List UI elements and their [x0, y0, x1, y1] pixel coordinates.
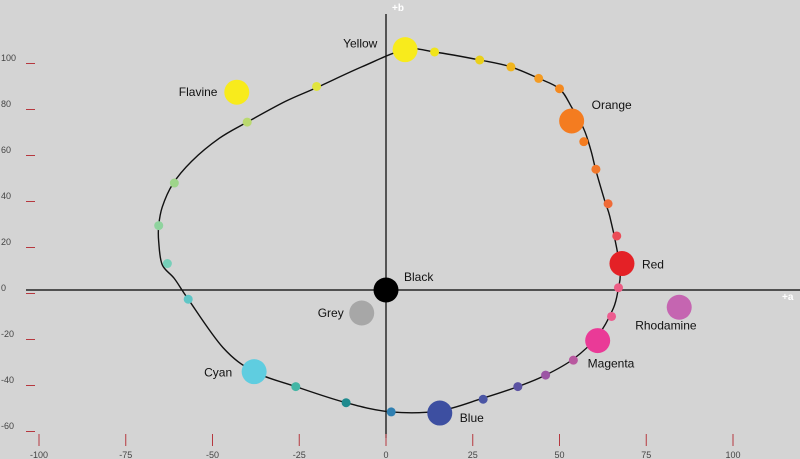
curve-point [312, 81, 322, 91]
y-tick-label: 60 [1, 145, 11, 155]
x-axis-title: +a [782, 292, 794, 303]
curve-point [475, 55, 485, 65]
y-tick-label: 100 [1, 53, 16, 63]
curve-point [341, 398, 351, 408]
curve-point [478, 394, 488, 404]
curve-point [154, 221, 164, 231]
x-tick-label: -25 [293, 450, 306, 459]
black-label: Black [404, 270, 434, 284]
curve-point [613, 283, 623, 293]
blue-label: Blue [460, 411, 484, 425]
curve-point [555, 84, 564, 94]
curve-point [506, 62, 516, 72]
y-tick-label: -20 [1, 329, 14, 339]
yellow-label: Yellow [343, 37, 378, 51]
curve-point [430, 47, 440, 57]
curve-point [541, 370, 551, 380]
tick-marks: -60 -40 -20 0 20 40 60 80 100 -100 -75 -50 -25 0 25 50 7… [1, 53, 741, 459]
curve-point [603, 199, 613, 209]
grey-point [349, 300, 375, 326]
rhodamine-label: Rhodamine [635, 318, 697, 332]
flavine-point [224, 79, 250, 105]
axes: +a +b [26, 3, 800, 438]
blue-point [427, 400, 453, 426]
color-points [154, 37, 692, 426]
curve-point [607, 311, 617, 321]
orange-point [559, 108, 585, 134]
rhodamine-point [666, 294, 692, 320]
flavine-label: Flavine [179, 85, 218, 99]
x-tick-label: 0 [383, 450, 388, 459]
cyan-point [241, 359, 267, 385]
curve-point [534, 73, 544, 83]
curve-point [386, 407, 396, 417]
red-label: Red [642, 258, 664, 272]
curve-point [612, 231, 622, 241]
yellow-point [392, 37, 418, 63]
curve-point [579, 137, 589, 147]
y-tick-label: 0 [1, 283, 6, 293]
y-tick-label: 40 [1, 191, 11, 201]
orange-label: Orange [592, 98, 632, 112]
curve-point [291, 382, 301, 392]
grey-label: Grey [318, 306, 344, 320]
curve-point [513, 382, 523, 392]
x-tick-label: 25 [468, 450, 478, 459]
curve-point [568, 355, 578, 365]
cyan-label: Cyan [204, 366, 232, 380]
curve-point [169, 178, 179, 188]
curve-point [591, 164, 601, 174]
magenta-point [585, 328, 611, 354]
y-tick-label: -60 [1, 421, 14, 431]
y-tick-label: -40 [1, 375, 14, 385]
x-tick-label: 50 [554, 450, 564, 459]
x-tick-label: -100 [30, 450, 48, 459]
curve-point [162, 259, 172, 269]
curve-point [183, 294, 193, 304]
curve-point [242, 117, 252, 127]
x-tick-label: 100 [725, 450, 740, 459]
x-tick-label: -50 [206, 450, 219, 459]
x-tick-label: -75 [119, 450, 132, 459]
black-point [373, 277, 399, 303]
y-tick-label: 20 [1, 237, 11, 247]
y-axis-title: +b [392, 3, 404, 14]
x-tick-label: 75 [641, 450, 651, 459]
y-tick-label: 80 [1, 99, 11, 109]
magenta-label: Magenta [588, 357, 635, 371]
red-point [609, 251, 635, 277]
